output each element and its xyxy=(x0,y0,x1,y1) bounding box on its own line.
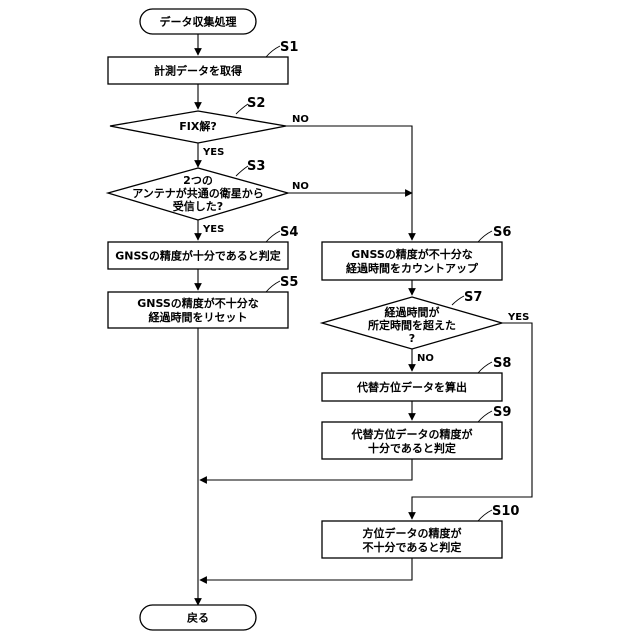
s5-line-1: GNSSの精度が不十分な xyxy=(137,296,259,310)
process-s10: 方位データの精度が 不十分であると判定 S10 xyxy=(322,504,519,558)
s9-line-1: 代替方位データの精度が xyxy=(351,427,473,441)
s8-step-label: S8 xyxy=(493,356,511,371)
process-s5: GNSSの精度が不十分な 経過時間をリセット S5 xyxy=(108,275,298,328)
s2-yes-label: YES xyxy=(202,147,224,158)
end-terminal: 戻る xyxy=(140,605,256,630)
s7-line-3: ? xyxy=(409,332,415,345)
connector-s10-merge xyxy=(200,558,412,580)
s2-no-label: NO xyxy=(292,114,309,125)
decision-s3: 2つの アンテナが共通の衛星から 受信した? S3 xyxy=(108,159,288,220)
s5-line-2: 経過時間をリセット xyxy=(149,310,248,324)
s7-line-1: 経過時間が xyxy=(385,305,440,319)
s1-step-label: S1 xyxy=(280,40,298,55)
s3-no-label: NO xyxy=(292,181,309,192)
s9-line-2: 十分であると判定 xyxy=(368,441,456,455)
process-s1: 計測データを取得 S1 xyxy=(108,40,298,84)
s7-yes-label: YES xyxy=(507,312,529,323)
decision-s7: 経過時間が 所定時間を超えた ? S7 xyxy=(322,290,502,349)
s4-line-1: GNSSの精度が十分であると判定 xyxy=(115,249,280,263)
end-label: 戻る xyxy=(186,611,209,625)
s3-step-label: S3 xyxy=(247,159,265,174)
s10-line-2: 不十分であると判定 xyxy=(363,540,462,554)
process-s6: GNSSの精度が不十分な 経過時間をカウントアップ S6 xyxy=(322,225,511,280)
s7-no-label: NO xyxy=(417,353,434,364)
s3-line-1: 2つの xyxy=(183,174,213,187)
s3-line-2: アンテナが共通の衛星から xyxy=(132,186,264,200)
s6-step-label: S6 xyxy=(493,225,511,240)
s6-line-2: 経過時間をカウントアップ xyxy=(346,261,479,275)
start-label: データ収集処理 xyxy=(160,15,237,29)
s5-step-label: S5 xyxy=(280,275,298,290)
start-terminal: データ収集処理 xyxy=(140,9,256,34)
s2-line-1: FIX解? xyxy=(179,119,216,133)
s4-step-label: S4 xyxy=(280,225,298,240)
s7-step-label: S7 xyxy=(464,290,482,305)
s7-line-2: 所定時間を超えた xyxy=(368,318,456,332)
s3-yes-label: YES xyxy=(202,224,224,235)
s10-line-1: 方位データの精度が xyxy=(363,526,462,540)
s1-line-1: 計測データを取得 xyxy=(154,64,242,78)
s9-step-label: S9 xyxy=(493,405,511,420)
connector-s9-merge xyxy=(200,459,412,480)
process-s9: 代替方位データの精度が 十分であると判定 S9 xyxy=(322,405,511,459)
s3-line-3: 受信した? xyxy=(173,199,223,213)
s8-line-1: 代替方位データを算出 xyxy=(356,380,467,394)
s2-step-label: S2 xyxy=(247,96,265,111)
s10-step-label: S10 xyxy=(492,504,519,519)
s6-line-1: GNSSの精度が不十分な xyxy=(351,247,473,261)
